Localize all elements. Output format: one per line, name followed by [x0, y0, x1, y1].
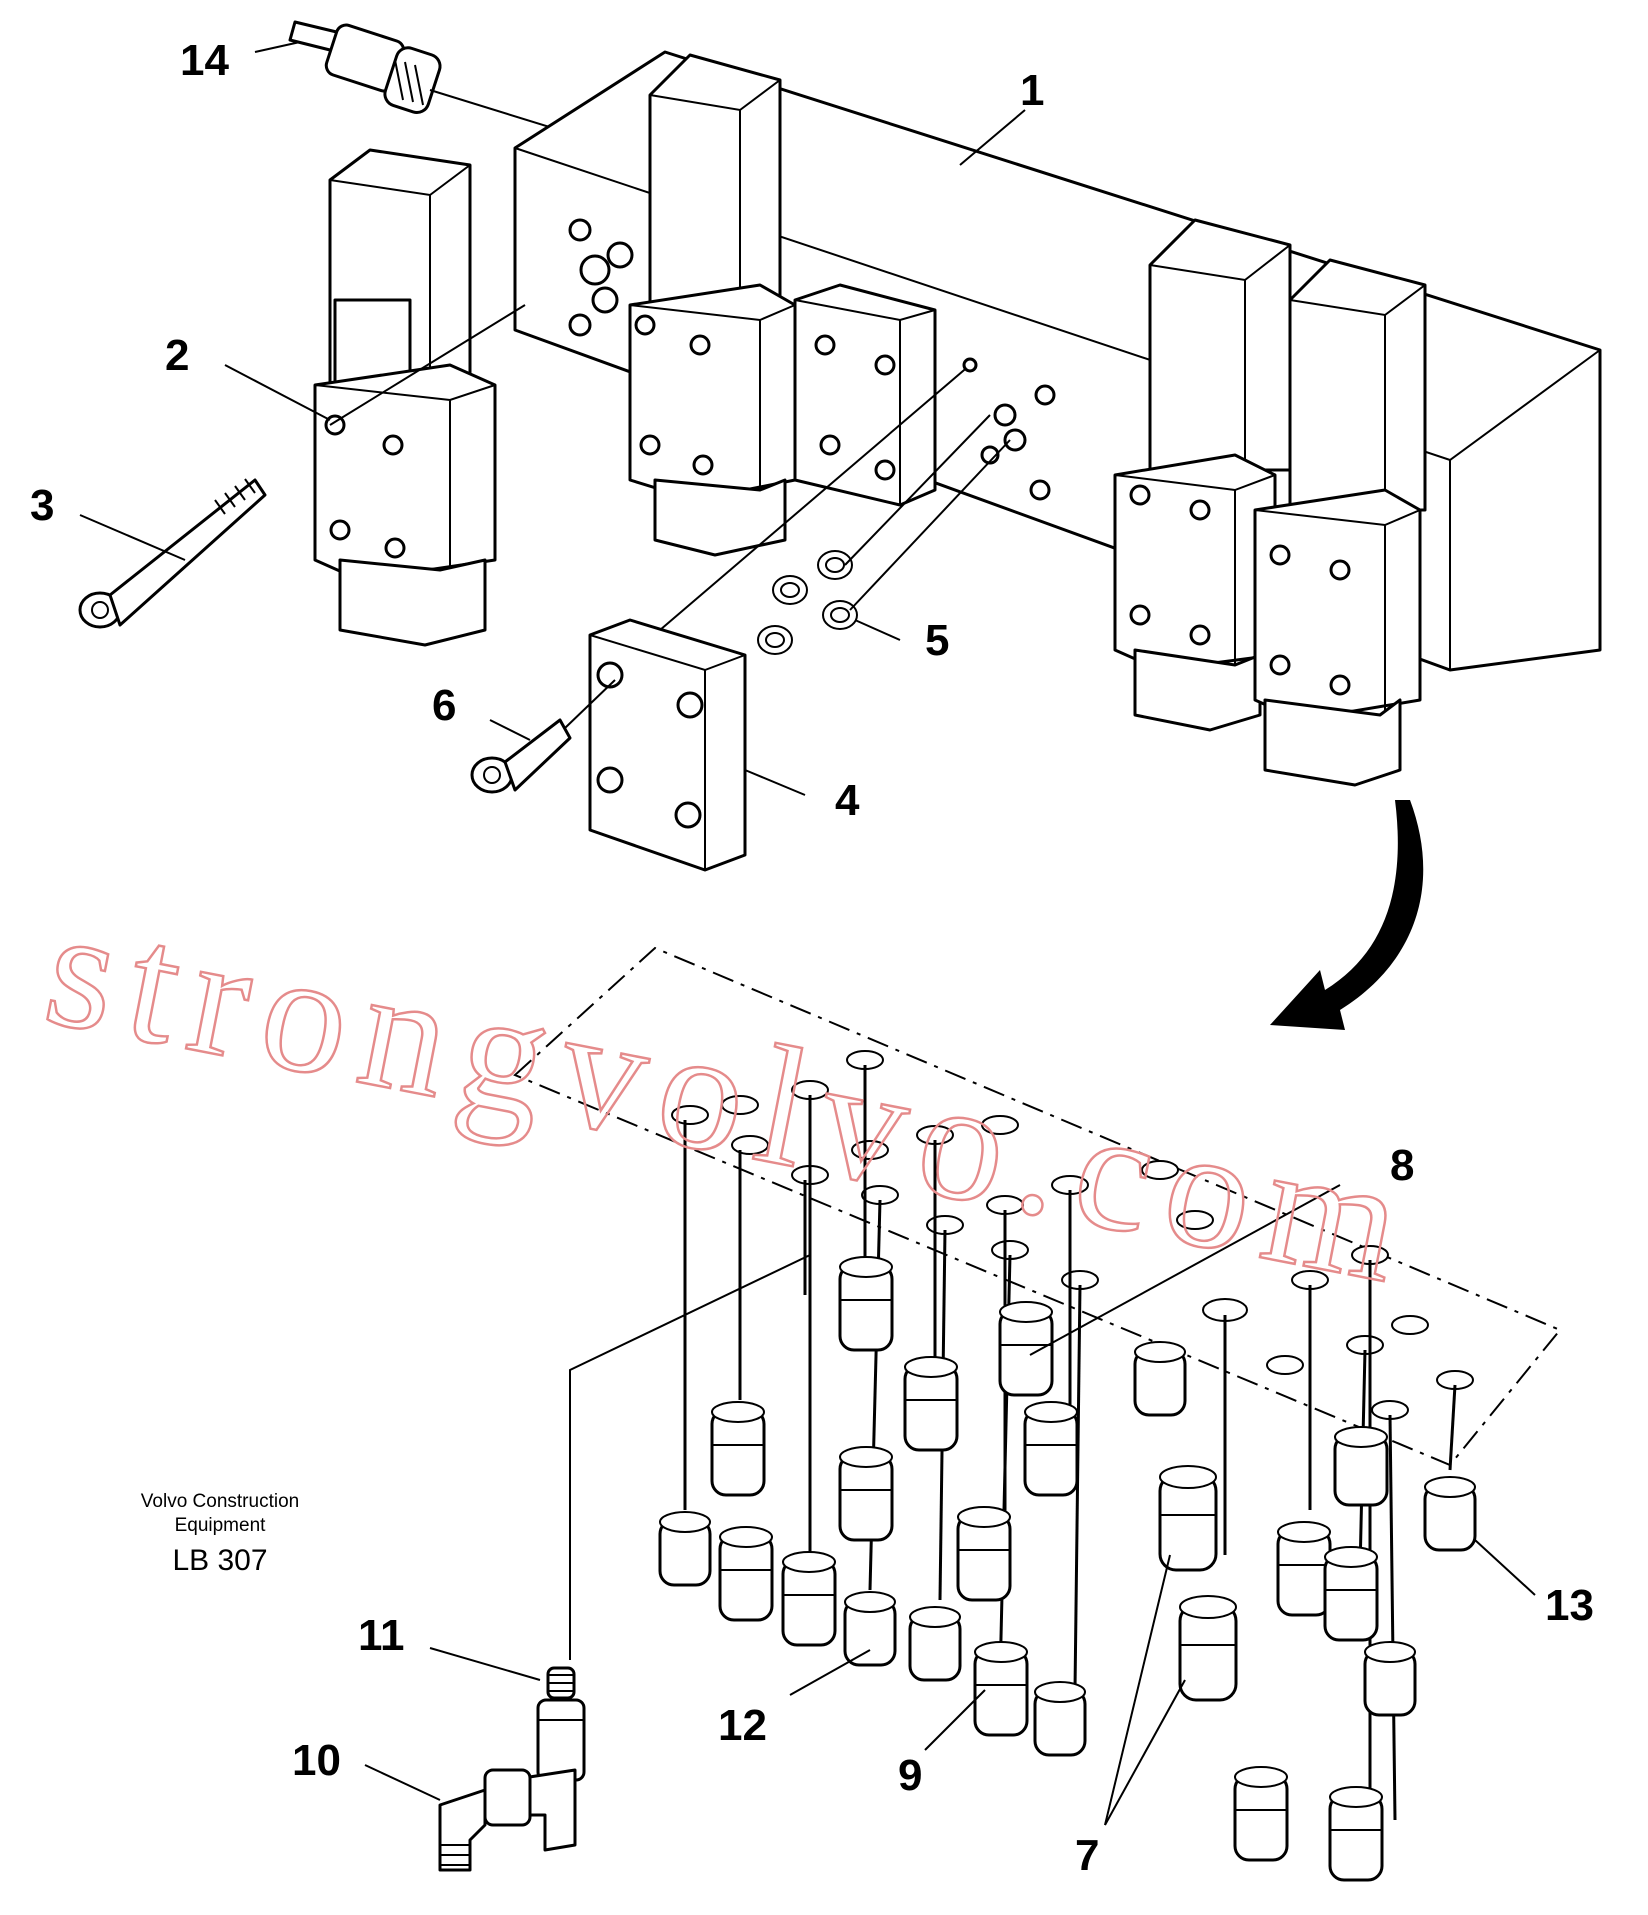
fitting-check-valve	[710, 1401, 766, 1497]
watermark: strongvolvo.com	[33, 872, 1431, 1321]
callout-5: 5	[925, 616, 949, 665]
solenoid-valve-left	[313, 148, 526, 647]
part-3-bolt	[78, 478, 267, 629]
part-5-o-rings	[757, 414, 1011, 655]
callout-labels: 14 1 2 3 5 6 4 8 13 11 12 10 9 7	[30, 36, 1594, 1880]
part-10-11-tee-fitting	[438, 1666, 586, 1872]
callout-7: 7	[1075, 1831, 1099, 1880]
fitting-check-valve	[1178, 1595, 1238, 1702]
fitting-check-valve	[1276, 1521, 1332, 1617]
callout-4: 4	[835, 776, 860, 825]
fitting-check-valve	[781, 1551, 837, 1647]
part-6-bolt	[470, 679, 616, 794]
callout-14: 14	[180, 36, 229, 85]
fitting-plug	[908, 1606, 962, 1682]
fitting-check-valve	[1323, 1546, 1379, 1642]
solenoid-valve-right-1	[1113, 218, 1292, 732]
callout-11: 11	[358, 1611, 405, 1660]
solenoid-valve-middle	[628, 53, 797, 557]
callout-6: 6	[432, 681, 456, 730]
fitting-plug	[1363, 1641, 1417, 1717]
fitting-check-valve	[838, 1446, 894, 1542]
fitting-check-valve	[1023, 1401, 1079, 1497]
cover-plate-mounted	[793, 283, 937, 507]
fitting-check-valve	[903, 1356, 959, 1452]
leader-lines	[79, 41, 1536, 1826]
stamp-code: LB 307	[172, 1544, 268, 1577]
fitting-plug	[1423, 1476, 1477, 1552]
part-14-sensor	[288, 20, 641, 156]
fitting-plug	[843, 1591, 897, 1667]
callout-2: 2	[165, 331, 189, 380]
callout-3: 3	[30, 481, 54, 530]
fitting-check-valve	[1158, 1465, 1218, 1572]
fitting-check-valve	[1233, 1766, 1289, 1862]
valve-face-outline	[513, 946, 1562, 1467]
fitting-check-valve	[1328, 1786, 1384, 1882]
callout-9: 9	[898, 1751, 922, 1800]
fitting-check-valve	[838, 1256, 894, 1352]
fitting-check-valve	[973, 1641, 1029, 1737]
fitting-plug	[1133, 1341, 1187, 1417]
fitting-check-valve	[1333, 1426, 1389, 1507]
callout-8: 8	[1390, 1141, 1414, 1190]
fitting-check-valve	[718, 1526, 774, 1622]
callout-1: 1	[1020, 66, 1044, 115]
part-4-cover-plate	[588, 357, 978, 872]
callout-10: 10	[292, 1736, 341, 1785]
curved-arrow	[1270, 800, 1424, 1030]
solenoid-valve-right-2	[1253, 258, 1427, 787]
fitting-plug	[658, 1511, 712, 1587]
callout-12: 12	[718, 1701, 767, 1750]
publisher-stamp: Volvo Construction Equipment LB 307	[110, 1490, 330, 1582]
callout-13: 13	[1545, 1581, 1594, 1630]
fitting-plug	[1033, 1681, 1087, 1757]
fitting-check-valve	[956, 1506, 1012, 1602]
fitting-check-valve	[998, 1301, 1054, 1397]
port-positions	[671, 1050, 1474, 1420]
stamp-line-2: Equipment	[174, 1515, 266, 1536]
fittings	[658, 1256, 1477, 1882]
stamp-line-1: Volvo Construction	[140, 1491, 300, 1512]
